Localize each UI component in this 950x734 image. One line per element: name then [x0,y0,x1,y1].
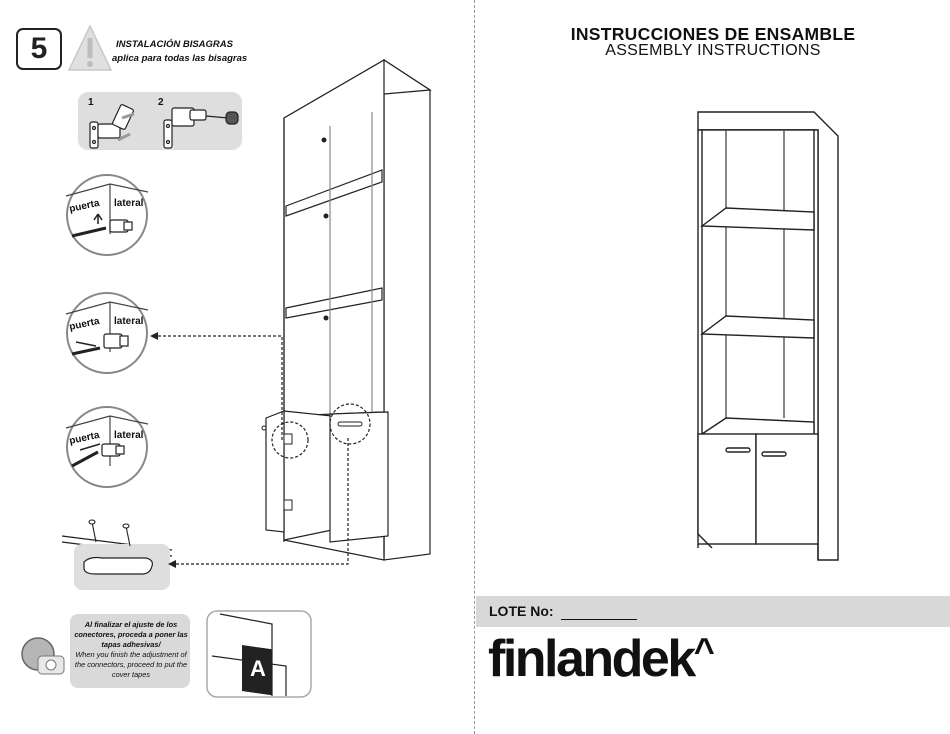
handle-detail [61,519,173,590]
page-fold-divider [474,0,475,734]
brand-mark: ^ [693,630,715,671]
lot-number-band [476,596,950,627]
hinge-section-subtitle: aplica para todas las bisagras [112,53,248,64]
hinge-section-title: INSTALACIÓN BISAGRAS [116,39,233,50]
side-label: lateral [114,198,144,209]
cover-tape-note [70,614,190,688]
hinge-icon [109,219,133,233]
hinge-step-1-label: 1 [88,97,94,108]
note-text-en: When you finish the adjustment of the co… [74,650,188,679]
cover-cap-icon [21,637,65,675]
hinge-icon [163,107,207,149]
detail-circle-3-drawing: puerta lateral [65,415,149,468]
hinge-icon [101,443,125,457]
detail-circle-2 [66,292,148,374]
hinge-icon [103,333,129,349]
callout-arrows [150,332,349,568]
note-text-es: Al finalizar el ajuste de los conectores… [74,620,188,649]
cover-tape-badge [242,645,272,696]
title-english: ASSEMBLY INSTRUCTIONS [605,42,821,59]
side-label: lateral [114,316,144,327]
detail-circle-1-drawing: puerta lateral [65,183,149,238]
lot-number-label: LOTE No: [489,603,554,619]
cover-tape-detail: A [206,610,312,698]
hinge-steps-panel [78,92,242,150]
step-number-badge: 5 [16,28,62,70]
brand-name: finlandek [488,630,696,688]
screwdriver-icon [205,111,239,125]
warning-icon [67,24,113,71]
bookcase-assembly-drawing [261,58,432,561]
handle-icon [83,556,153,575]
brand-logo: finlandek^ [488,630,715,688]
hinge-step-2-label: 2 [158,97,164,108]
screw-icon [88,519,131,547]
screwdriver-icon [71,346,101,356]
side-label: lateral [114,430,144,441]
detail-circle-1 [66,174,148,256]
hinge-steps-illustration: 1 2 [88,97,239,149]
finished-bookcase-drawing [697,111,839,561]
detail-circle-2-drawing: puerta lateral [65,301,149,356]
screwdriver-icon [71,226,107,238]
lot-number-field [561,619,637,620]
badge-letter: A [250,656,266,681]
title-spanish: INSTRUCCIONES DE ENSAMBLE [570,24,856,44]
screwdriver-icon [71,450,99,468]
